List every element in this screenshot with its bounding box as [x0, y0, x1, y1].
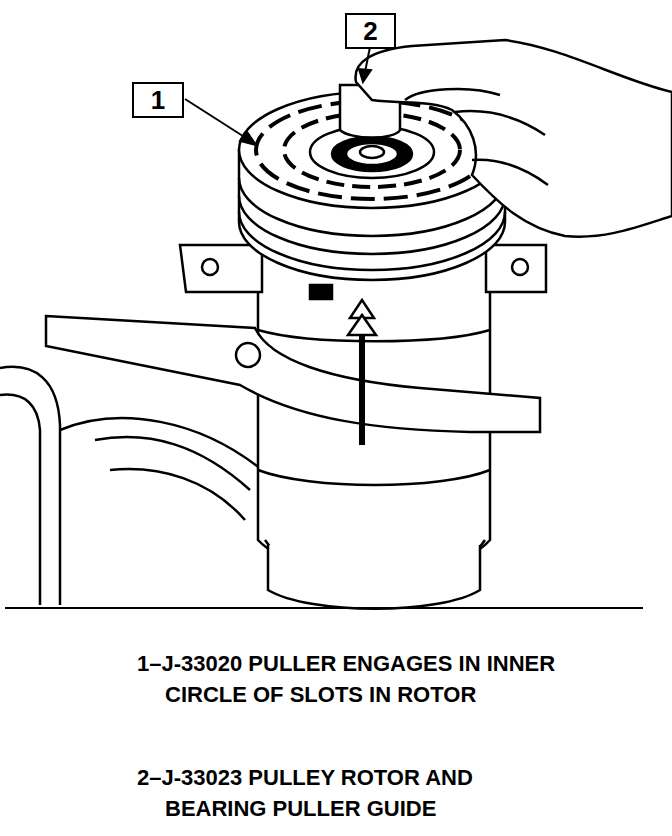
holding-fixture — [236, 343, 260, 367]
leader-line — [359, 69, 371, 82]
holding-fixture — [46, 316, 540, 432]
compressor-body — [268, 545, 480, 609]
mounting-ears — [202, 259, 218, 275]
hand — [455, 111, 545, 135]
callout-box: 1 — [132, 82, 184, 118]
hand — [472, 160, 548, 185]
caption-text: 1–J-33020 PULLER ENGAGES IN INNER CIRCLE… — [137, 648, 567, 710]
bench-vise — [95, 437, 250, 490]
callout-number: 1 — [151, 87, 165, 113]
compressor-body — [310, 285, 332, 299]
hand — [355, 40, 672, 237]
holding-fixture — [359, 330, 365, 445]
callout-box: 2 — [345, 13, 396, 49]
callout-number: 2 — [363, 18, 377, 44]
leader-line — [240, 132, 256, 145]
holding-fixture — [348, 315, 376, 335]
mounting-ears — [486, 245, 546, 292]
clutch-pulley — [239, 212, 505, 270]
bench-vise — [0, 395, 40, 605]
bench-vise — [60, 418, 262, 470]
leader-line — [365, 47, 370, 72]
bench-vise — [0, 367, 262, 605]
clutch-pulley — [346, 143, 398, 165]
bench-vise — [0, 367, 60, 605]
mounting-ears — [180, 245, 262, 292]
holding-fixture — [46, 315, 540, 445]
bench-vise — [110, 469, 245, 520]
clutch-pulley — [332, 137, 412, 171]
hand — [355, 40, 672, 237]
hand — [405, 89, 500, 100]
clutch-pulley — [360, 146, 384, 158]
caption-text: 2–J-33023 PULLEY ROTOR AND BEARING PULLE… — [137, 762, 567, 824]
leader-line — [185, 47, 371, 145]
mounting-ears — [512, 259, 528, 275]
compressor-body — [258, 470, 490, 485]
divider-line — [5, 607, 643, 609]
leader-line — [185, 99, 246, 138]
